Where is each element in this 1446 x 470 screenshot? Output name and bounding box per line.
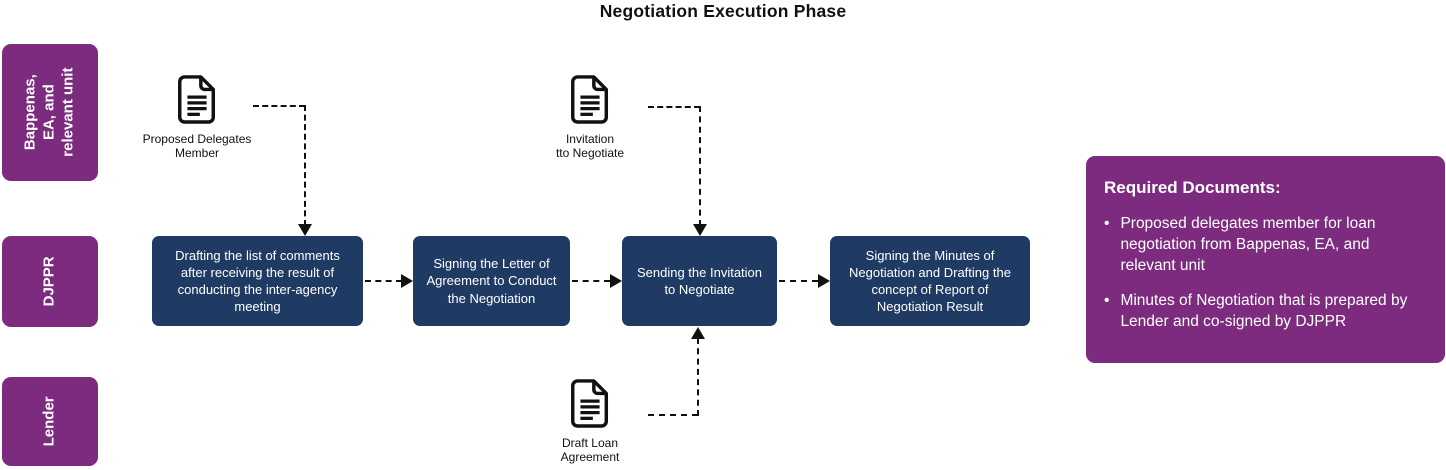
required-documents-title: Required Documents:: [1104, 178, 1281, 197]
document-label: Proposed Delegates Member: [142, 132, 252, 161]
required-documents-panel: Required Documents: Proposed delegates m…: [1086, 156, 1445, 363]
page-title: Negotiation Execution Phase: [599, 1, 847, 21]
connector-doc3-horizontal: [648, 414, 698, 416]
connector-step2-step3: [572, 280, 610, 282]
arrowhead-right-icon: [818, 274, 830, 288]
list-item: Minutes of Negotiation that is prepared …: [1104, 291, 1425, 333]
document-draft-loan-agreement: Draft Loan Agreement: [500, 378, 680, 465]
connector-step3-step4: [779, 280, 818, 282]
list-item: Proposed delegates member for loan negot…: [1104, 214, 1425, 277]
connector-doc1-vertical: [304, 105, 306, 226]
step-sending-invitation: Sending the Invitation to Negotiate: [622, 236, 777, 326]
arrowhead-up-icon: [691, 327, 705, 339]
lane-bappenas-ea-relevant-unit: Bappenas, EA, and relevant unit: [2, 44, 98, 181]
lane-djppr: DJPPR: [2, 236, 98, 327]
step-drafting-list-of-comments: Drafting the list of comments after rece…: [152, 236, 363, 326]
arrowhead-right-icon: [610, 274, 622, 288]
lane-lender: Lender: [2, 377, 98, 466]
document-label: Draft Loan Agreement: [560, 436, 620, 465]
lane-label: Lender: [40, 396, 58, 447]
arrowhead-down-icon: [693, 224, 707, 236]
document-invitation-to-negotiate: Invitation tto Negotiate: [500, 74, 680, 161]
step-signing-minutes: Signing the Minutes of Negotiation and D…: [830, 236, 1030, 326]
connector-doc1-horizontal: [253, 105, 305, 107]
step-signing-letter-of-agreement: Signing the Letter of Agreement to Condu…: [413, 236, 570, 326]
connector-step1-step2: [365, 280, 402, 282]
document-proposed-delegates-member: Proposed Delegates Member: [107, 74, 287, 161]
arrowhead-right-icon: [401, 274, 413, 288]
lane-label: Bappenas, EA, and relevant unit: [21, 67, 77, 158]
lane-label: DJPPR: [40, 256, 58, 307]
connector-doc2-horizontal: [648, 106, 700, 108]
connector-doc2-vertical: [699, 106, 701, 226]
document-icon: [571, 75, 609, 124]
required-documents-list: Proposed delegates member for loan negot…: [1104, 214, 1425, 333]
document-label: Invitation tto Negotiate: [555, 132, 625, 161]
arrowhead-down-icon: [298, 224, 312, 236]
document-icon: [178, 75, 216, 124]
connector-doc3-vertical: [697, 338, 699, 416]
document-icon: [571, 379, 609, 428]
